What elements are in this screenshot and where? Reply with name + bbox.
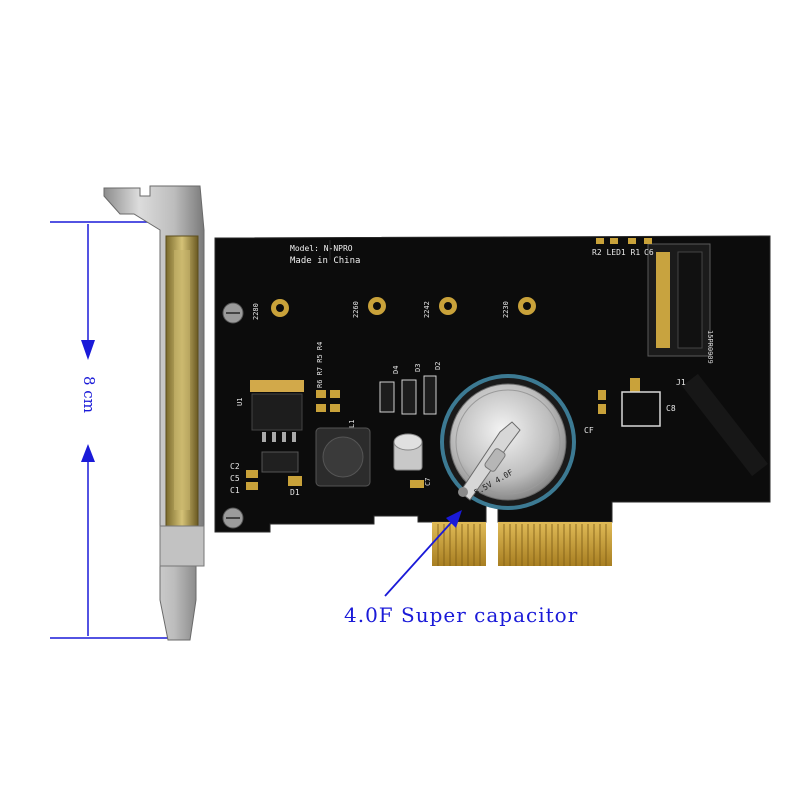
capacitor-mark: CF <box>584 426 594 435</box>
super-capacitor <box>440 374 576 510</box>
arrow-head-icon <box>446 510 462 528</box>
diode-d2 <box>423 375 437 415</box>
diode-d4 <box>379 381 395 413</box>
diode-d3 <box>401 379 417 415</box>
u1-chip <box>250 380 304 473</box>
metal-bracket <box>103 185 205 641</box>
slot-label-2230: 2230 <box>502 301 510 318</box>
label-r-left: R6 R7 R5 R4 <box>316 341 324 388</box>
dimension-label: 8 cm <box>80 376 98 413</box>
label-d2: D2 <box>434 361 442 370</box>
dimension-marker <box>50 221 170 639</box>
c8-pad <box>630 378 640 392</box>
label-u1: U1 <box>236 397 244 406</box>
m2-connector <box>647 243 711 357</box>
label-c5: C5 <box>230 474 240 483</box>
slot-label-2280: 2280 <box>252 303 260 320</box>
label-d1: D1 <box>290 488 300 497</box>
model-text: Model: N-NPRO <box>290 244 353 253</box>
label-d4: D4 <box>392 365 400 374</box>
arrow-down-icon <box>81 340 95 360</box>
electrolytic-capacitor <box>393 433 423 471</box>
label-l1: L1 <box>348 419 356 428</box>
label-d3: D3 <box>414 363 422 372</box>
connector-label: J1 <box>676 378 686 387</box>
label-c7: C7 <box>424 477 432 486</box>
annotation-caption: 4.0F Super capacitor <box>344 603 579 627</box>
label-c8: C8 <box>666 404 676 413</box>
annotation-arrow <box>384 510 462 597</box>
slot-label-2242: 2242 <box>423 301 431 318</box>
inductor-l1 <box>315 427 371 487</box>
slot-label-2260: 2260 <box>352 301 360 318</box>
pcie-gold-fingers <box>432 522 612 566</box>
label-c2: C2 <box>230 462 240 471</box>
label-r-top: R2 LED1 R1 <box>592 248 641 257</box>
label-c6: C6 <box>644 248 654 257</box>
arrow-up-icon <box>81 444 95 462</box>
origin-text: Made in China <box>290 256 361 266</box>
label-c1: C1 <box>230 486 240 495</box>
connector-part: 15PR0909 <box>706 330 714 364</box>
